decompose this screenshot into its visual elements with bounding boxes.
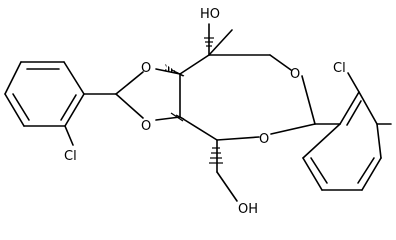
hashed-wedge-bond-c-ch2oh: [209, 147, 223, 164]
molecule-structure-diagram: HO O O O O Cl Cl OH: [4, 7, 392, 217]
left-chlorophenyl-ring: [4, 61, 85, 127]
label-ring-oxygen-dioxolane-lower: O: [141, 119, 151, 134]
dioxolane-ring: [115, 68, 181, 121]
label-ring-oxygen-dioxolane-upper: O: [141, 61, 151, 76]
label-hydroxyl-bottom: OH: [238, 202, 258, 217]
hashed-wedge-bond-upper-ring: [171, 69, 185, 77]
label-chlorine-right: Cl: [333, 61, 346, 76]
label-ring-oxygen-dioxocane-lower: O: [259, 132, 269, 147]
bond-right-ring-to-cl: [347, 72, 360, 93]
label-ring-oxygen-dioxocane-upper: O: [290, 67, 300, 82]
label-chlorine-left: Cl: [64, 149, 77, 164]
label-hydroxyl-top: HO: [200, 7, 220, 22]
bond-left-ring-to-cl: [64, 125, 74, 146]
hashed-wedge-bond-lower-ring: [170, 112, 185, 122]
dioxocane-ring: [179, 29, 316, 141]
right-chlorophenyl-ring: [302, 91, 392, 191]
bond-ch2-to-oh: [216, 171, 238, 202]
